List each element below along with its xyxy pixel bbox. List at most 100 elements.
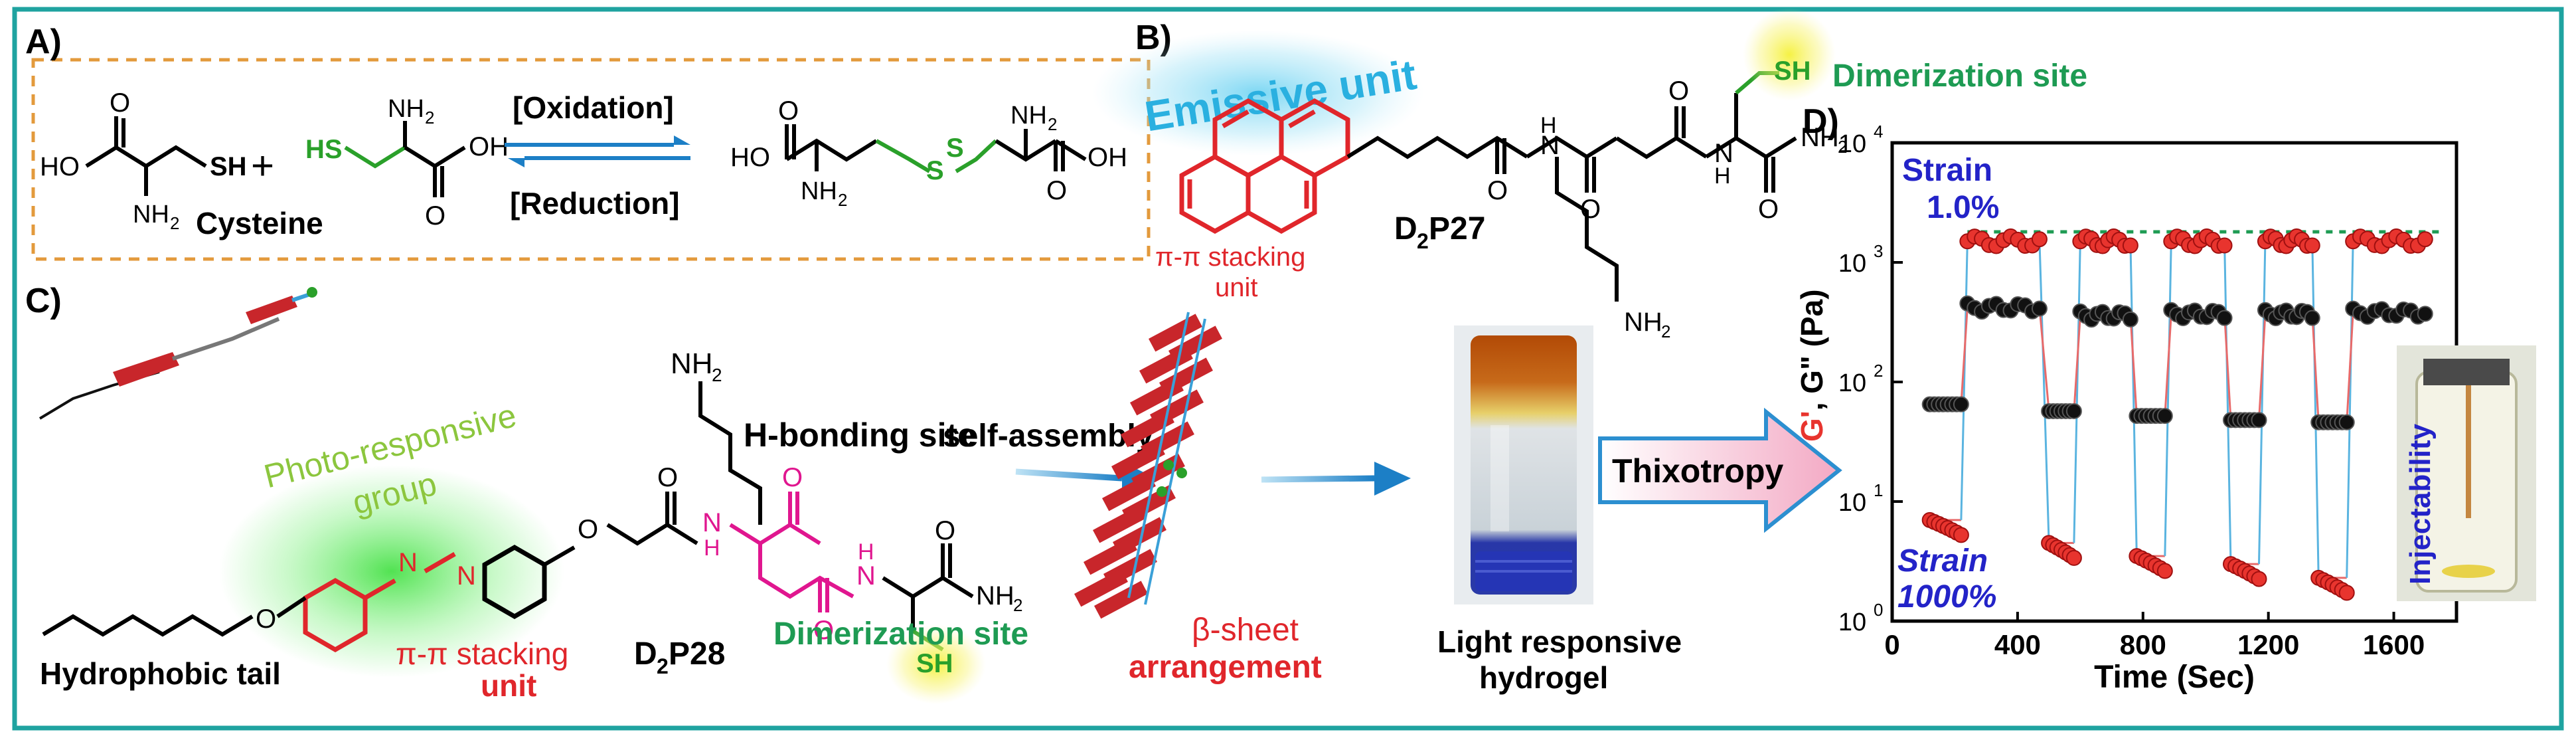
d2p27-o-3: O xyxy=(1668,76,1689,106)
fibre-block xyxy=(1101,473,1156,511)
g-prime-connector xyxy=(2311,241,2320,578)
d2p28-nh2: NH xyxy=(976,581,1014,610)
cystine-o-left: O xyxy=(778,96,799,126)
fibre-block xyxy=(1093,581,1148,619)
d2p28-lys-nh2: NH xyxy=(671,347,713,380)
g-prime-connector xyxy=(2258,241,2267,565)
cys-left-ho: HO xyxy=(40,152,80,181)
d2p28-n-1: N xyxy=(702,508,722,537)
g-prime-connector xyxy=(2038,241,2050,543)
g-double-point xyxy=(2417,306,2433,322)
g-double-connector xyxy=(2129,315,2138,417)
d2p28-lysine-chain xyxy=(698,381,762,525)
azo-n1: N xyxy=(398,548,418,577)
fibre-block xyxy=(1083,537,1137,575)
y-axis-title-part: G' xyxy=(1795,411,1829,442)
fibre-hbond-dot xyxy=(1157,486,1167,497)
d2p28-pi-stacking-1: π-π stacking xyxy=(396,636,568,671)
g-prime-connector xyxy=(2073,241,2081,543)
reduction-label: [Reduction] xyxy=(510,186,680,221)
g-prime-connector xyxy=(2346,241,2354,578)
strain-high-label-1: Strain xyxy=(1897,543,1988,579)
d2p27-name-end: P27 xyxy=(1429,211,1485,246)
cystine-ho: HO xyxy=(730,143,770,172)
y-tick-label-base: 10 xyxy=(1838,608,1866,636)
beta-sheet-label-1: β-sheet xyxy=(1192,612,1299,648)
g-prime-point xyxy=(2122,237,2138,254)
g-prime-connector xyxy=(2129,241,2138,557)
fibre-hbond-dot xyxy=(1163,460,1174,470)
y-tick-label-base: 10 xyxy=(1838,489,1866,517)
injectability-inset xyxy=(2397,345,2536,601)
g-prime-point xyxy=(2304,237,2320,254)
panel-a: A) HO O SH NH 2 + HS NH 2 OH O Cysteine xyxy=(25,23,1151,261)
g-double-connector xyxy=(2258,314,2267,420)
fibre-block xyxy=(1074,569,1128,607)
y-tick-label-exp: 4 xyxy=(1874,122,1883,141)
strain-low-label-1: Strain xyxy=(1902,153,1992,188)
y-axis-title: G', G" (Pa) xyxy=(1795,289,1829,442)
d2p28-o-4: O xyxy=(935,516,955,545)
cys-right-o: O xyxy=(425,201,445,231)
d2p28-sh-glow xyxy=(886,624,986,704)
y-tick-label-base: 10 xyxy=(1838,250,1866,278)
d2p28-dimerization-label: Dimerization site xyxy=(773,616,1028,652)
d2p28-sh: SH xyxy=(916,649,953,678)
g-double-point xyxy=(2122,311,2138,327)
d2p27-o-1: O xyxy=(1487,176,1508,205)
ether-bond xyxy=(276,596,307,618)
x-tick-label: 800 xyxy=(2120,629,2166,660)
cys-left-nh-sub: 2 xyxy=(170,213,179,233)
fibre-block xyxy=(1092,505,1147,543)
y-axis-title-part: , xyxy=(1795,394,1829,411)
fibre-strand xyxy=(1127,312,1190,599)
g-double-point xyxy=(2338,414,2355,430)
cystine-s2: S xyxy=(946,134,964,163)
x-tick-label: 1600 xyxy=(2363,629,2425,660)
cys-right-hs: HS xyxy=(305,135,343,164)
figure-frame xyxy=(12,7,2564,731)
x-tick-label: 0 xyxy=(1884,629,1899,660)
g-double-connector xyxy=(2073,315,2081,412)
g-double-connector xyxy=(2223,314,2232,420)
g-double-point xyxy=(2065,403,2082,419)
g-double-connector xyxy=(1960,307,1969,405)
d2p27-name-d: D xyxy=(1394,211,1417,246)
d2p28-name-end: P28 xyxy=(669,636,725,672)
g-double-point xyxy=(1953,396,1969,413)
panel-a-label: A) xyxy=(25,23,62,61)
g-prime-connector xyxy=(2223,241,2232,565)
beta-sheet-label-2: arrangement xyxy=(1129,650,1322,685)
y-tick-label-base: 10 xyxy=(1838,130,1866,158)
cys-right-nh: NH xyxy=(388,95,424,123)
panel-c: C) Photo-responsive group O N N xyxy=(25,282,1842,704)
d2p27-sh-glow xyxy=(1743,8,1836,101)
cystine-nh-right-sub: 2 xyxy=(1048,114,1057,134)
injectability-label: Injectability xyxy=(2404,423,2437,585)
g-double-connector xyxy=(2346,312,2354,422)
d2p27-h-1: H xyxy=(1540,113,1557,138)
d2p27-pi-stacking-2: unit xyxy=(1215,273,1258,302)
d2p27-pi-stacking-1: π-π stacking xyxy=(1155,242,1305,272)
d2p28-h-2: H xyxy=(858,539,874,565)
panel-a-dashed-box xyxy=(31,58,1151,261)
g-prime-point xyxy=(1953,527,1969,543)
cystine-o-right: O xyxy=(1046,176,1067,205)
hydrophobic-tail-label: Hydrophobic tail xyxy=(40,656,281,691)
d2p27-n-2: N xyxy=(1714,139,1733,168)
d2p27-h-2: H xyxy=(1714,163,1731,189)
d2p27-nh2: NH xyxy=(1801,123,1839,152)
g-double-point xyxy=(2304,310,2320,326)
d2p27-nh2-sub: 2 xyxy=(1838,137,1847,157)
g-double-connector xyxy=(2164,314,2172,417)
g-prime-point xyxy=(2251,571,2267,587)
gel-arrow-head xyxy=(1374,462,1411,496)
fibre-block xyxy=(1120,409,1174,448)
panel-b: B) Emissive unit xyxy=(1092,8,2087,341)
g-double-connector xyxy=(2311,314,2320,422)
g-prime-point xyxy=(2338,585,2355,601)
x-axis-title: Time (Sec) xyxy=(2094,660,2255,695)
d2p28-name-d: D xyxy=(634,636,657,672)
g-double-point xyxy=(2216,310,2233,326)
